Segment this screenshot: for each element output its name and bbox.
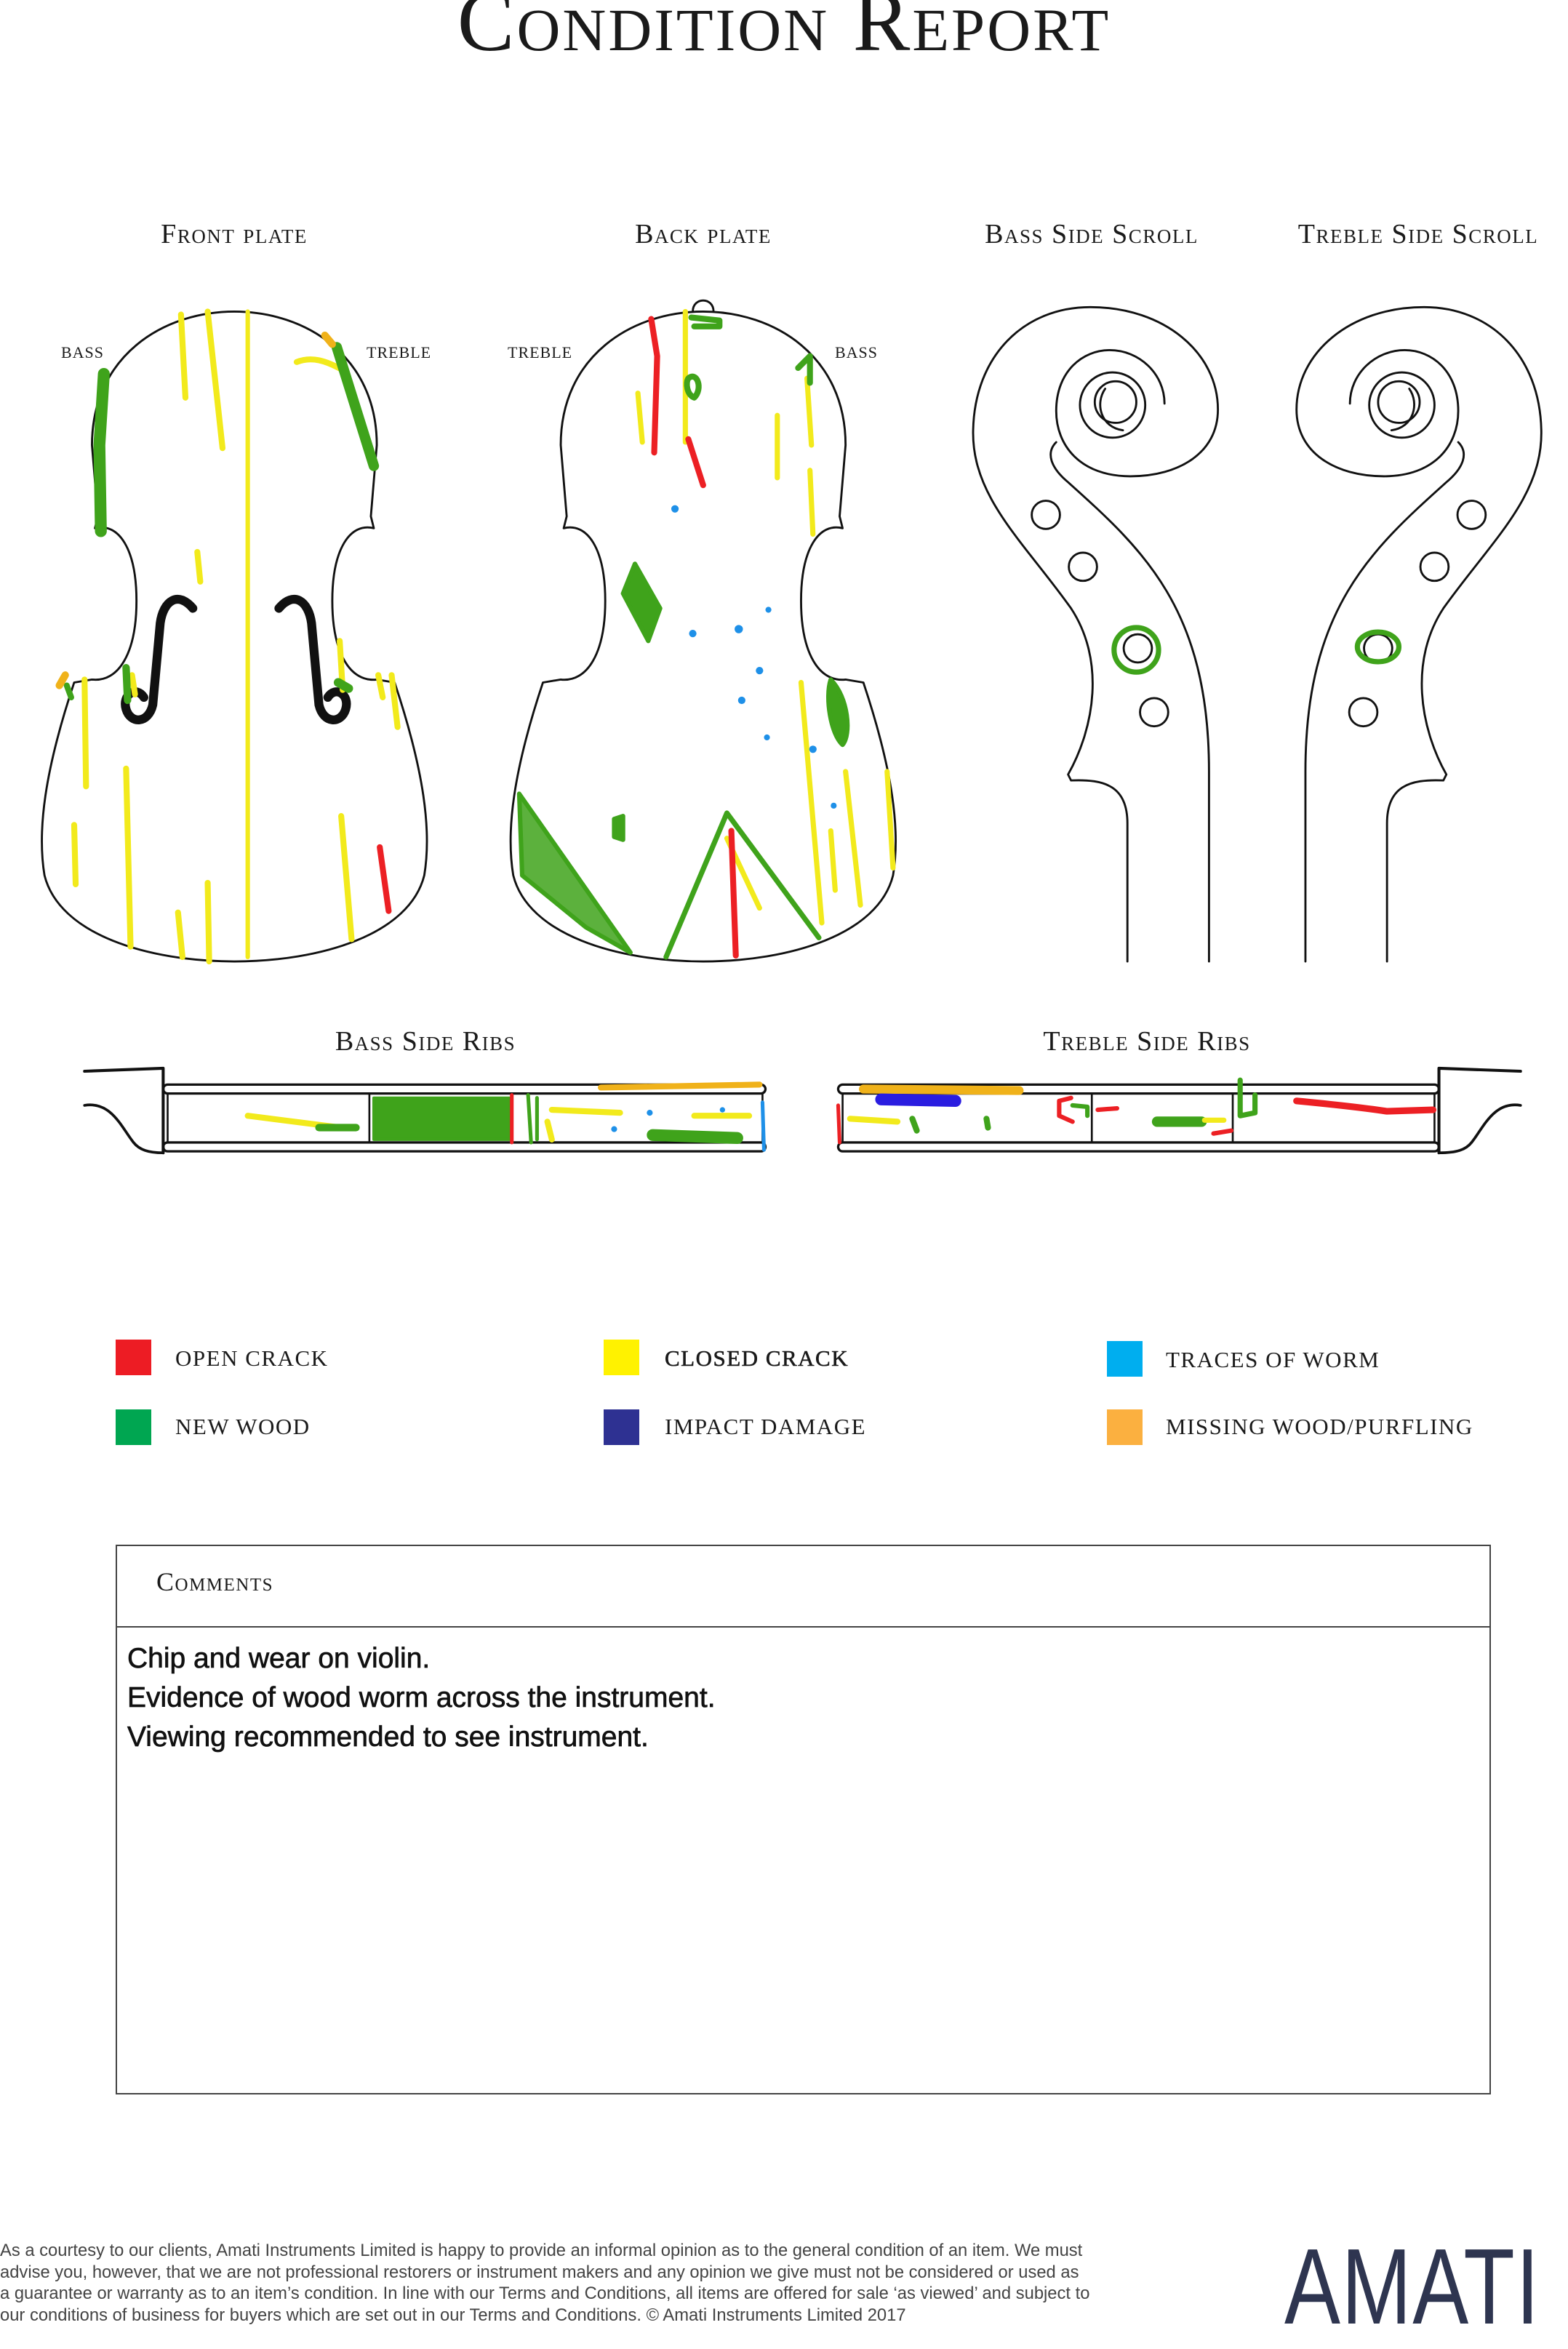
disclaimer-line: advise you, however, that we are not pro… [0,2262,1079,2282]
bass-side-ribs-diagram [83,1066,767,1155]
front-plate-heading: Front plate [161,219,308,249]
comment-line: Chip and wear on violin. [127,1643,431,1675]
back-plate-diagram [509,299,897,963]
legend-label: CLOSED CRACK [665,1345,849,1372]
disclaimer-line: As a courtesy to our clients, Amati Inst… [0,2241,1083,2260]
disclaimer: As a courtesy to our clients, Amati Inst… [0,2240,1089,2326]
page-title: Condition Report [457,0,1111,69]
back-worm-traces [671,505,837,809]
back-treble-label: TREBLE [508,343,573,361]
front-bass-label: BASS [61,343,105,361]
disclaimer-line: a guarantee or warranty as to an item’s … [0,2284,1090,2304]
back-plate-heading: Back plate [635,219,772,249]
legend-swatch-new-wood [116,1409,151,1445]
comments-box: Comments Chip and wear on violin. Eviden… [116,1545,1491,2094]
legend-label: OPEN CRACK [175,1345,329,1371]
legend-label: IMPACT DAMAGE [665,1414,867,1439]
bass-scroll-new-wood [1111,625,1161,675]
legend-swatch-missing-wood [1107,1409,1143,1445]
scroll-outline [972,305,1220,963]
bass-side-scroll-diagram [972,305,1220,963]
back-closed-cracks [635,308,896,926]
legend-label: MISSING WOOD/PURFLING [1166,1414,1473,1439]
back-bass-label: BASS [835,343,879,361]
amati-logo: AMATI [1284,2227,1540,2347]
comment-line: Viewing recommended to see instrument. [127,1721,649,1753]
front-treble-label: TREBLE [367,343,432,361]
treble-side-ribs-diagram [836,1066,1522,1155]
legend-swatch-traces-of-worm [1107,1341,1143,1377]
legend-swatch-open-crack [116,1340,151,1375]
treble-scroll-new-wood [1354,629,1402,665]
front-plate-diagram [41,308,428,965]
legend-swatch-closed-crack [604,1340,639,1375]
treble-side-scroll-heading: Treble Side Scroll [1297,219,1539,249]
legend-swatch-impact-damage [604,1409,639,1445]
f-hole-right [274,595,351,724]
back-open-cracks [648,316,739,959]
front-open-crack [377,844,392,914]
legend-label: TRACES OF WORM [1166,1347,1380,1372]
back-new-wood [516,314,850,960]
comments-header: Comments [117,1546,1489,1628]
bass-side-ribs-heading: Bass Side Ribs [335,1026,516,1057]
treble-side-scroll-diagram [1295,305,1543,963]
front-closed-cracks [71,308,401,965]
comments-text: Chip and wear on violin. Evidence of woo… [127,1639,716,1757]
disclaimer-line: our conditions of business for buyers wh… [0,2305,906,2325]
treble-side-ribs-heading: Treble Side Ribs [1043,1026,1251,1057]
comments-heading: Comments [156,1567,274,1596]
legend-label: NEW WOOD [175,1414,311,1439]
back-button [692,299,715,313]
front-missing-wood [55,331,337,689]
neck-line [1049,441,1210,963]
front-new-wood [63,342,380,705]
comment-line: Evidence of wood worm across the instrum… [127,1682,716,1714]
bass-side-scroll-heading: Bass Side Scroll [985,219,1199,249]
